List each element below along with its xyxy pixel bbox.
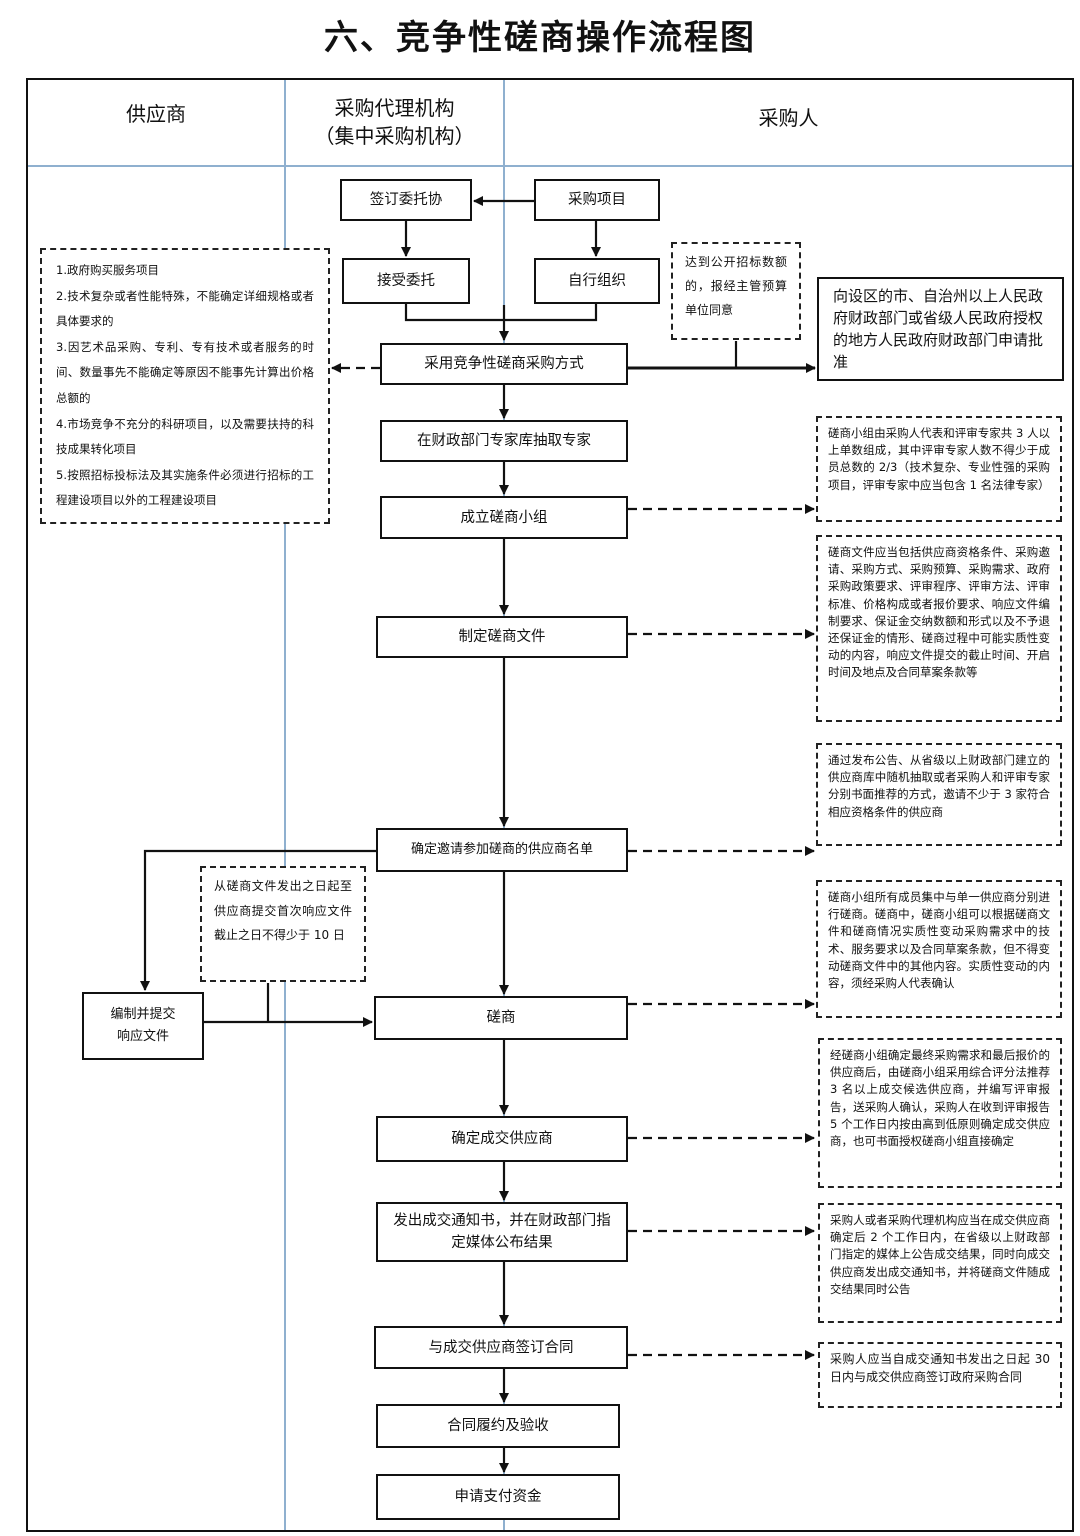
lane-divider — [284, 80, 286, 1530]
box-issue-notice: 发出成交通知书，并在财政部门指定媒体公布结果 — [376, 1202, 628, 1262]
note-threshold: 达到公开招标数额的，报经主管预算单位同意 — [671, 242, 801, 340]
box-sign-entrust: 签订委托协 — [340, 179, 472, 221]
box-invite-list: 确定邀请参加磋商的供应商名单 — [376, 828, 628, 872]
note-consultation-rules: 磋商小组所有成员集中与单一供应商分别进行磋商。磋商中，磋商小组可以根据磋商文件和… — [816, 880, 1062, 1018]
lane-header-supplier: 供应商 — [126, 102, 186, 126]
box-draw-experts: 在财政部门专家库抽取专家 — [380, 420, 628, 462]
condition-item: 2.技术复杂或者性能特殊，不能确定详细规格或者具体要求的 — [56, 288, 314, 329]
condition-item: 5.按照招标投标法及其实施条件必须进行招标的工程建设项目以外的工程建设项目 — [56, 467, 314, 508]
box-accept-entrust: 接受委托 — [342, 258, 470, 304]
header-divider — [28, 165, 1072, 167]
box-form-group: 成立磋商小组 — [380, 496, 628, 539]
arrow-invite-to-supplier — [140, 849, 376, 991]
lane-header-purchaser: 采购人 — [758, 106, 819, 130]
diagram-frame — [26, 78, 1074, 1532]
note-group-composition: 磋商小组由采购人代表和评审专家共 3 人以上单数组成，其中评审专家人数不得少于成… — [816, 416, 1062, 522]
note-contract-deadline: 采购人应当自成交通知书发出之日起 30 日内与成交供应商签订政府采购合同 — [818, 1342, 1062, 1408]
note-determine-supplier: 经磋商小组确定最终采购需求和最后报价的供应商后，由磋商小组采用综合评分法推荐 3… — [818, 1038, 1062, 1188]
box-draft-docs: 制定磋商文件 — [376, 616, 628, 658]
note-announce-result: 采购人或者采购代理机构应当在成交供应商确定后 2 个工作日内，在省级以上财政部门… — [818, 1203, 1062, 1323]
box-prepare-response-line2: 响应文件 — [116, 1029, 169, 1044]
lane-header-agency-line2: （集中采购机构） — [314, 124, 475, 148]
box-prepare-response-line1: 编制并提交 — [110, 1007, 176, 1022]
box-perform-accept: 合同履约及验收 — [376, 1404, 620, 1448]
box-prepare-response: 编制并提交 响应文件 — [82, 992, 204, 1060]
lane-header-agency: 采购代理机构 （集中采购机构） — [286, 94, 503, 150]
note-invite-method: 通过发布公告、从省级以上财政部门建立的供应商库中随机抽取或者采购人和评审专家分别… — [816, 743, 1062, 846]
line-self-merge — [504, 304, 598, 322]
note-docs-contents: 磋商文件应当包括供应商资格条件、采购邀请、采购方式、采购预算、采购需求、政府采购… — [816, 535, 1062, 722]
condition-item: 1.政府购买服务项目 — [56, 263, 159, 277]
box-apply-payment: 申请支付资金 — [376, 1474, 620, 1520]
box-consultation: 磋商 — [374, 996, 628, 1040]
box-adopt-method: 采用竞争性磋商采购方式 — [380, 343, 628, 385]
box-approval-request: 向设区的市、自治州以上人民政府财政部门或省级人民政府授权的地方人民政府财政部门申… — [817, 277, 1064, 381]
box-self-organize: 自行组织 — [534, 258, 660, 304]
box-determine-supplier: 确定成交供应商 — [376, 1116, 628, 1162]
condition-item: 3.因艺术品采购、专利、专有技术或者服务的时间、数量事先不能确定等原因不能事先计… — [56, 339, 314, 405]
line-accept-merge — [404, 304, 504, 322]
note-response-deadline: 从磋商文件发出之日起至供应商提交首次响应文件截止之日不得少于 10 日 — [200, 866, 366, 982]
page-title: 六、竞争性磋商操作流程图 — [324, 18, 756, 58]
lane-header-agency-line1: 采购代理机构 — [334, 96, 455, 120]
box-sign-contract: 与成交供应商签订合同 — [374, 1326, 628, 1369]
note-applicable-conditions: 1.政府购买服务项目 2.技术复杂或者性能特殊，不能确定详细规格或者具体要求的 … — [40, 248, 330, 524]
box-purchase-project: 采购项目 — [534, 179, 660, 221]
condition-item: 4.市场竞争不充分的科研项目，以及需要扶持的科技成果转化项目 — [56, 416, 314, 457]
